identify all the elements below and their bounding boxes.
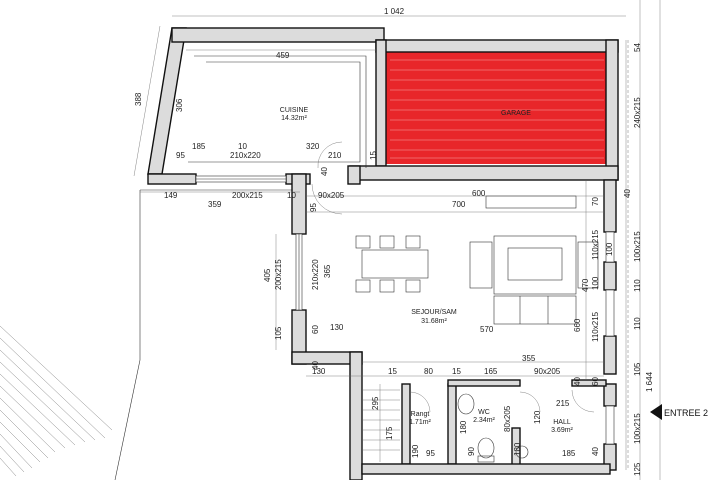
dim-40a: 40 bbox=[320, 167, 329, 176]
sideboard bbox=[485, 195, 577, 209]
dim-295: 295 bbox=[371, 396, 380, 410]
dim-130b: 130 bbox=[312, 367, 326, 376]
dim-80x205: 80x205 bbox=[503, 405, 512, 432]
dim-660: 660 bbox=[573, 318, 582, 332]
dim-165: 165 bbox=[484, 367, 498, 376]
dim-120: 120 bbox=[533, 410, 542, 424]
kitchen-area: 14.32m² bbox=[281, 115, 307, 122]
dim-100x215c: 100x215 bbox=[633, 413, 642, 444]
dim-215: 215 bbox=[556, 399, 570, 408]
dim-90x205a: 90x205 bbox=[318, 191, 345, 200]
dim-90: 90 bbox=[467, 447, 476, 456]
entrance-arrow-icon bbox=[650, 404, 662, 420]
dim-95c: 95 bbox=[426, 449, 435, 458]
storage-area: 1.71m² bbox=[409, 419, 431, 426]
dim-100b: 100 bbox=[591, 276, 600, 290]
exterior-walls bbox=[147, 27, 619, 480]
garage-fill bbox=[386, 52, 608, 164]
wc-area: 2.34m² bbox=[473, 417, 495, 424]
dim-100x215: 100x215 bbox=[633, 231, 642, 262]
dim-95b: 95 bbox=[309, 203, 318, 212]
dim-overall-top: 1 042 bbox=[384, 7, 405, 16]
living-name: SEJOUR/SAM bbox=[411, 309, 457, 316]
dim-10b: 10 bbox=[287, 191, 296, 200]
dim-10a: 10 bbox=[238, 142, 247, 151]
dim-200x215a: 200x215 bbox=[232, 191, 263, 200]
dim-365: 365 bbox=[323, 264, 332, 278]
sofa-group bbox=[469, 235, 599, 325]
dim-60a: 60 bbox=[311, 325, 320, 334]
storage-name: Rangt bbox=[411, 411, 430, 418]
door-swings bbox=[311, 183, 595, 413]
dim-95a: 95 bbox=[176, 151, 185, 160]
dimension-labels: 1 042 388 306 459 185 10 320 95 210x220 … bbox=[134, 7, 654, 476]
dim-175: 175 bbox=[385, 426, 394, 440]
dim-15b: 15 bbox=[388, 367, 397, 376]
terrain-hatch bbox=[0, 325, 113, 477]
dim-149: 149 bbox=[164, 191, 178, 200]
site-lines bbox=[114, 0, 661, 480]
dim-180b: 180 bbox=[513, 442, 522, 456]
dim-210x220a: 210x220 bbox=[230, 151, 261, 160]
dim-110b: 110 bbox=[633, 317, 642, 330]
kitchen-counter bbox=[188, 55, 367, 169]
dim-70: 70 bbox=[591, 197, 600, 206]
dim-200x215b: 200x215 bbox=[274, 259, 283, 290]
dim-15c: 15 bbox=[452, 367, 461, 376]
dim-240x215: 240x215 bbox=[633, 97, 642, 128]
dim-570: 570 bbox=[480, 325, 494, 334]
dining-table bbox=[355, 235, 429, 293]
dim-185: 185 bbox=[192, 142, 206, 151]
dim-110a: 110 bbox=[633, 279, 642, 292]
dim-80: 80 bbox=[424, 367, 433, 376]
dim-600: 600 bbox=[472, 189, 486, 198]
dim-700: 700 bbox=[452, 200, 466, 209]
dim-40b: 40 bbox=[623, 189, 632, 198]
dim-359: 359 bbox=[208, 200, 222, 209]
stairs bbox=[362, 384, 400, 462]
dim-405: 405 bbox=[263, 268, 272, 282]
wc-name: WC bbox=[478, 409, 490, 416]
dim-54: 54 bbox=[633, 43, 642, 52]
dim-185b: 185 bbox=[562, 449, 576, 458]
dim-320: 320 bbox=[306, 142, 320, 151]
dim-210x220b: 210x220 bbox=[311, 259, 320, 290]
dim-40c: 40 bbox=[311, 361, 320, 370]
dim-355: 355 bbox=[522, 354, 536, 363]
dim-180a: 180 bbox=[459, 420, 468, 434]
dim-110x215a: 110x215 bbox=[591, 229, 600, 260]
dim-60b: 60 bbox=[591, 377, 600, 386]
dim-105b: 105 bbox=[633, 362, 642, 376]
dim-388: 388 bbox=[134, 92, 143, 106]
dim-110x215b: 110x215 bbox=[591, 311, 600, 342]
dim-overall-right: 1 644 bbox=[645, 371, 654, 392]
dim-100a: 100 bbox=[605, 242, 614, 256]
dim-125: 125 bbox=[633, 462, 642, 476]
dimension-lines bbox=[133, 15, 627, 470]
wc-fixtures bbox=[457, 393, 529, 463]
dim-90x205b: 90x205 bbox=[534, 367, 561, 376]
dim-190: 190 bbox=[411, 444, 420, 458]
dim-105a: 105 bbox=[274, 326, 283, 340]
dim-40d: 40 bbox=[573, 377, 582, 386]
hall-name: HALL bbox=[553, 419, 571, 426]
dim-470: 470 bbox=[581, 278, 590, 292]
garage-texture bbox=[390, 59, 604, 159]
dim-459: 459 bbox=[276, 51, 290, 60]
dim-15a: 15 bbox=[369, 151, 378, 160]
dim-130a: 130 bbox=[330, 323, 344, 332]
garage-name: GARAGE bbox=[501, 110, 531, 117]
living-area: 31.68m² bbox=[421, 318, 447, 325]
dim-306: 306 bbox=[175, 98, 184, 112]
kitchen-name: CUISINE bbox=[280, 107, 309, 114]
entrance-label: ENTREE 2 bbox=[664, 408, 708, 418]
hall-area: 3.69m² bbox=[551, 427, 573, 434]
windows bbox=[195, 175, 615, 445]
dim-40e: 40 bbox=[591, 447, 600, 456]
dim-210: 210 bbox=[328, 151, 342, 160]
